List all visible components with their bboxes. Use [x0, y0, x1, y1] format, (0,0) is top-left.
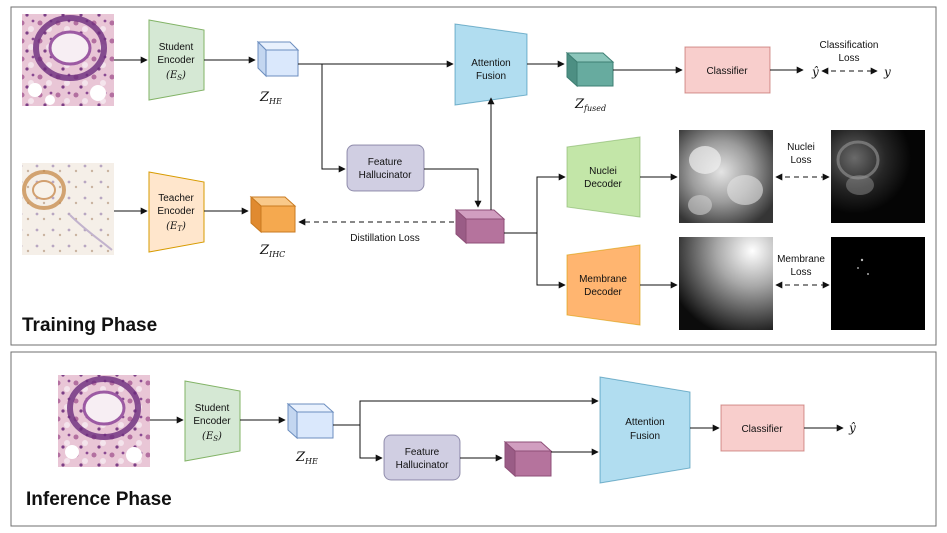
svg-text:(ES): (ES) [202, 431, 222, 443]
z-he-label-training: ZHE [259, 90, 282, 106]
nuclei-loss-label-1: Nuclei [787, 142, 815, 153]
inference-phase-title: Inference Phase [26, 489, 172, 510]
svg-text:(ES): (ES) [166, 70, 186, 82]
distillation-loss-label: Distillation Loss [350, 233, 419, 244]
svg-text:Feature: Feature [368, 157, 403, 168]
svg-text:Membrane: Membrane [579, 274, 627, 285]
inference-arrows [150, 397, 844, 462]
svg-text:Teacher: Teacher [158, 193, 194, 204]
classification-loss-label-2: Loss [838, 53, 859, 64]
training-arrows [114, 56, 878, 289]
membrane-decoder: Membrane Decoder [566, 244, 641, 326]
y-hat-inference: ŷ [848, 421, 856, 435]
classifier-inference: Classifier [720, 404, 805, 452]
z-he-label-inference: ZHE [295, 450, 318, 466]
svg-text:Classifier: Classifier [706, 66, 748, 77]
svg-text:Encoder: Encoder [157, 206, 195, 217]
svg-text:Decoder: Decoder [584, 179, 622, 190]
hallucinated-feature-cube-inference [503, 440, 553, 478]
z-he-cube-training [256, 40, 300, 78]
classifier-training: Classifier [684, 46, 771, 94]
svg-text:Feature: Feature [405, 447, 440, 458]
membrane-predicted-map [679, 237, 773, 330]
svg-text:Student: Student [195, 403, 230, 414]
feature-hallucinator-training: Feature Hallucinator [346, 144, 425, 192]
feature-hallucinator-inference: Feature Hallucinator [383, 434, 461, 481]
svg-text:Attention: Attention [625, 417, 664, 428]
membrane-ground-truth [831, 237, 925, 330]
hallucinated-feature-cube-training [454, 208, 506, 245]
ihc-input-image [22, 163, 114, 255]
he-input-image-inference [58, 375, 150, 467]
svg-text:Classifier: Classifier [741, 424, 783, 435]
nuclei-loss-label-2: Loss [790, 155, 811, 166]
svg-text:Fusion: Fusion [476, 71, 506, 82]
svg-text:Fusion: Fusion [630, 431, 660, 442]
membrane-loss-label-2: Loss [790, 267, 811, 278]
z-fused-cube [565, 51, 615, 88]
membrane-loss-label-1: Membrane [777, 254, 825, 265]
nuclei-decoder: Nuclei Decoder [566, 136, 641, 218]
svg-text:Nuclei: Nuclei [589, 166, 617, 177]
training-phase-title: Training Phase [22, 315, 157, 336]
svg-text:Attention: Attention [471, 58, 510, 69]
z-ihc-cube [249, 195, 297, 234]
svg-text:(ET): (ET) [166, 221, 186, 233]
svg-text:Hallucinator: Hallucinator [359, 170, 412, 181]
svg-text:Decoder: Decoder [584, 287, 622, 298]
teacher-encoder: Teacher Encoder (ET) [148, 171, 205, 253]
attention-fusion-inference: Attention Fusion [599, 376, 691, 484]
z-he-cube-inference [286, 402, 335, 440]
z-fused-label: Zfused [574, 97, 606, 113]
svg-text:Student: Student [159, 42, 194, 53]
nuclei-ground-truth [831, 130, 925, 223]
classification-loss-label-1: Classification [820, 40, 879, 51]
y-label: y [883, 65, 891, 79]
he-input-image [22, 14, 114, 106]
svg-text:Hallucinator: Hallucinator [396, 460, 449, 471]
attention-fusion-training: Attention Fusion [454, 23, 528, 106]
student-encoder-inference: Student Encoder (ES) [184, 380, 241, 462]
student-encoder-training: Student Encoder (ES) [148, 19, 205, 101]
y-hat-training: ŷ [811, 65, 819, 79]
svg-text:Encoder: Encoder [157, 55, 195, 66]
svg-text:Encoder: Encoder [193, 416, 231, 427]
z-ihc-label: ZIHC [259, 243, 285, 259]
nuclei-predicted-map [679, 130, 773, 223]
